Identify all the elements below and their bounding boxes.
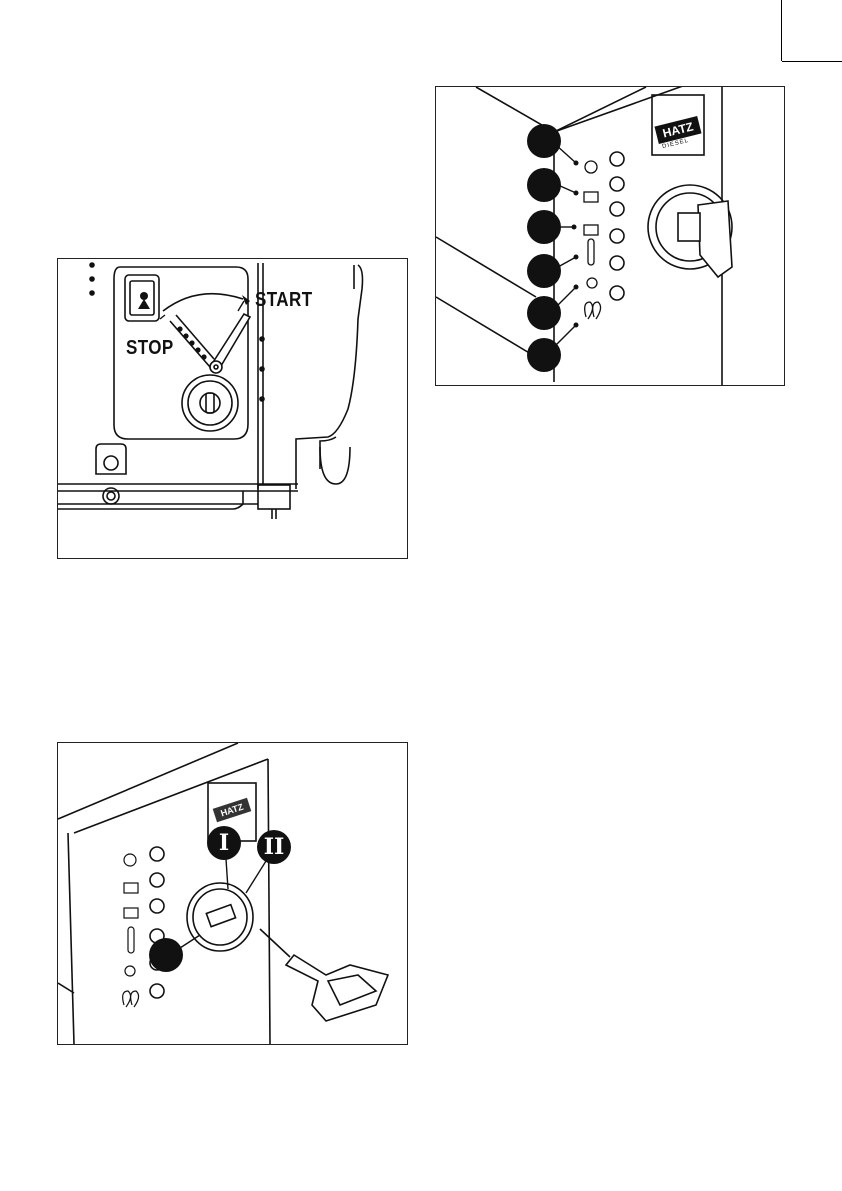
figure-indicator-panel: HATZ DIESEL [435,86,785,386]
battery-charge-icon [124,883,138,893]
fuel-icon [587,278,597,288]
key-switch-illustration [58,743,407,1044]
crop-mark-vertical [781,0,782,61]
engine-side-illustration [58,259,407,558]
stop-label: STOP [126,337,174,360]
temperature-icon [588,239,594,265]
key-position-1-label: I [215,830,233,856]
temperature-icon [128,927,134,953]
crop-mark-horizontal [782,61,842,62]
battery-charge-icon [584,192,598,202]
oil-pressure-icon [585,161,597,173]
glow-plug-icon [123,991,139,1007]
key-position-2-label: II [259,834,289,860]
glow-plug-icon [585,302,601,319]
figure-start-stop-lever: START STOP [57,258,408,559]
oil-pressure-icon [124,854,136,866]
air-filter-icon [584,225,598,235]
figure-key-switch: I II HATZ [57,742,408,1045]
fuel-icon [125,966,135,976]
indicator-panel-illustration [436,87,784,385]
start-label: START [255,289,313,312]
air-filter-icon [124,908,138,918]
